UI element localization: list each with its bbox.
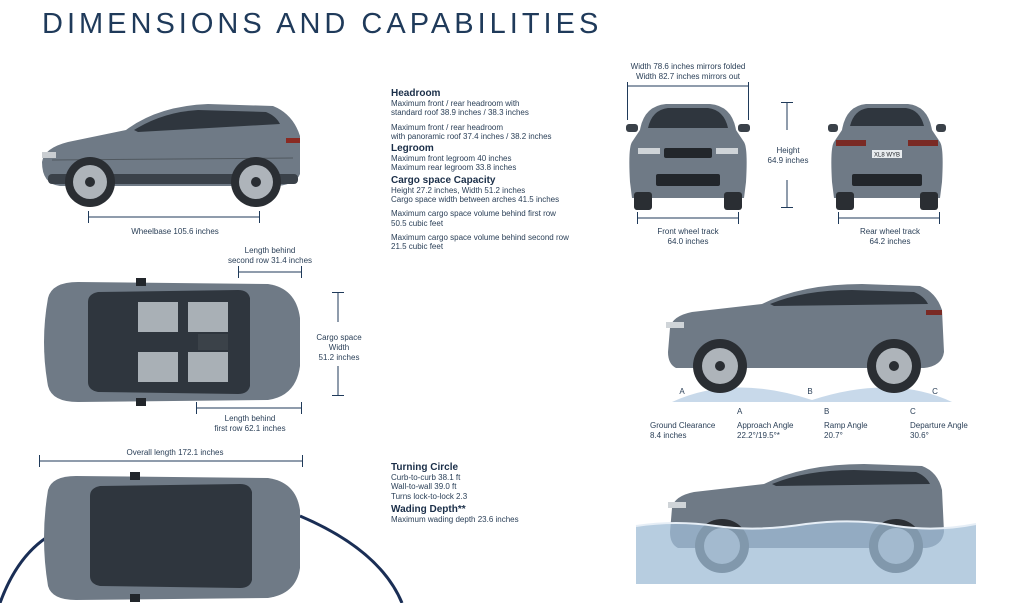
overall-length-label: Overall length 172.1 inches bbox=[126, 448, 224, 457]
cargo-capacity-heading: Cargo space Capacity bbox=[391, 174, 496, 186]
turning-circle-heading: Turning Circle bbox=[391, 462, 459, 473]
turning-circle-text: Turns lock-to-lock 2.3 bbox=[391, 491, 468, 501]
width-label: Width 78.6 inches mirrors folded Width 8… bbox=[630, 62, 746, 81]
height-dimension-line bbox=[781, 102, 793, 208]
headroom-heading: Headroom bbox=[391, 88, 441, 99]
ground-clearance-label: Ground Clearance 8.4 inches bbox=[650, 421, 716, 440]
headroom-text: Maximum front / rear headroom bbox=[391, 122, 504, 132]
marker-b: B bbox=[807, 387, 813, 396]
turning-circle-text: Wall-to-wall 39.0 ft bbox=[391, 482, 457, 492]
length-behind-second-row-label: Length behind second row 31.4 inches bbox=[227, 246, 313, 265]
headroom-text: with panoramic roof 37.4 inches / 38.2 i… bbox=[391, 131, 552, 141]
wheelbase-label: Wheelbase 105.6 inches bbox=[131, 227, 219, 236]
page-title: DIMENSIONS AND CAPABILITIES bbox=[42, 8, 603, 40]
cargo-width-dimension-line bbox=[332, 292, 344, 396]
length-behind-first-row-line bbox=[196, 402, 302, 414]
legroom-text: Maximum rear legroom 33.8 inches bbox=[391, 163, 517, 173]
turning-circle-car-image bbox=[0, 472, 404, 603]
departure-angle-label: C Departure Angle 30.6° bbox=[910, 407, 968, 440]
side-view-car-image bbox=[42, 104, 300, 207]
length-behind-second-row-line bbox=[238, 266, 302, 278]
cargo-capacity-text: 21.5 cubic feet bbox=[391, 242, 444, 252]
spec-column-upper: Headroom Maximum front / rear headroom w… bbox=[391, 88, 621, 252]
ramp-angle-label: B Ramp Angle 20.7° bbox=[824, 407, 868, 440]
front-wheel-track-label: Front wheel track 64.0 inches bbox=[657, 227, 719, 246]
cargo-capacity-text: Cargo space width between arches 41.5 in… bbox=[391, 195, 560, 205]
approach-angle-label: A Approach Angle 22.2°/19.5°* bbox=[737, 407, 794, 440]
off-road-angles-car-image bbox=[666, 284, 952, 402]
rear-view-car-image: XL8 WYB bbox=[828, 104, 946, 210]
front-track-dimension-line bbox=[637, 212, 739, 224]
headroom-text: Maximum front / rear headroom with bbox=[391, 99, 520, 108]
legroom-text: Maximum front legroom 40 inches bbox=[391, 154, 512, 164]
overall-length-dimension-line bbox=[39, 455, 303, 467]
wading-depth-heading: Wading Depth** bbox=[391, 503, 466, 515]
marker-a: A bbox=[679, 387, 685, 396]
license-plate-text: XL8 WYB bbox=[874, 153, 900, 159]
turning-circle-text: Curb-to-curb 38.1 ft bbox=[391, 473, 461, 482]
length-behind-first-row-label: Length behind first row 62.1 inches bbox=[214, 414, 286, 433]
rear-track-dimension-line bbox=[838, 212, 940, 224]
cargo-space-width-label: Cargo space Width 51.2 inches bbox=[316, 333, 362, 362]
width-dimension-line bbox=[627, 82, 749, 120]
height-label: Height 64.9 inches bbox=[767, 146, 809, 165]
wading-depth-text: Maximum wading depth 23.6 inches bbox=[391, 514, 519, 524]
cargo-capacity-text: Maximum cargo space volume behind second… bbox=[391, 232, 569, 242]
marker-c: C bbox=[932, 387, 938, 396]
headroom-text: standard roof 38.9 inches / 38.3 inches bbox=[391, 108, 529, 118]
front-view-car-image bbox=[626, 104, 750, 210]
wheelbase-dimension-line bbox=[88, 211, 260, 223]
legroom-heading: Legroom bbox=[391, 143, 434, 155]
top-view-car-image bbox=[44, 278, 300, 406]
rear-wheel-track-label: Rear wheel track 64.2 inches bbox=[859, 227, 921, 246]
cargo-capacity-text: Maximum cargo space volume behind first … bbox=[391, 209, 556, 219]
cargo-capacity-text: Height 27.2 inches, Width 51.2 inches bbox=[391, 185, 526, 195]
spec-column-lower: Turning Circle Curb-to-curb 38.1 ft Wall… bbox=[391, 462, 611, 524]
wading-car-image bbox=[635, 464, 977, 584]
cargo-capacity-text: 50.5 cubic feet bbox=[391, 218, 444, 228]
